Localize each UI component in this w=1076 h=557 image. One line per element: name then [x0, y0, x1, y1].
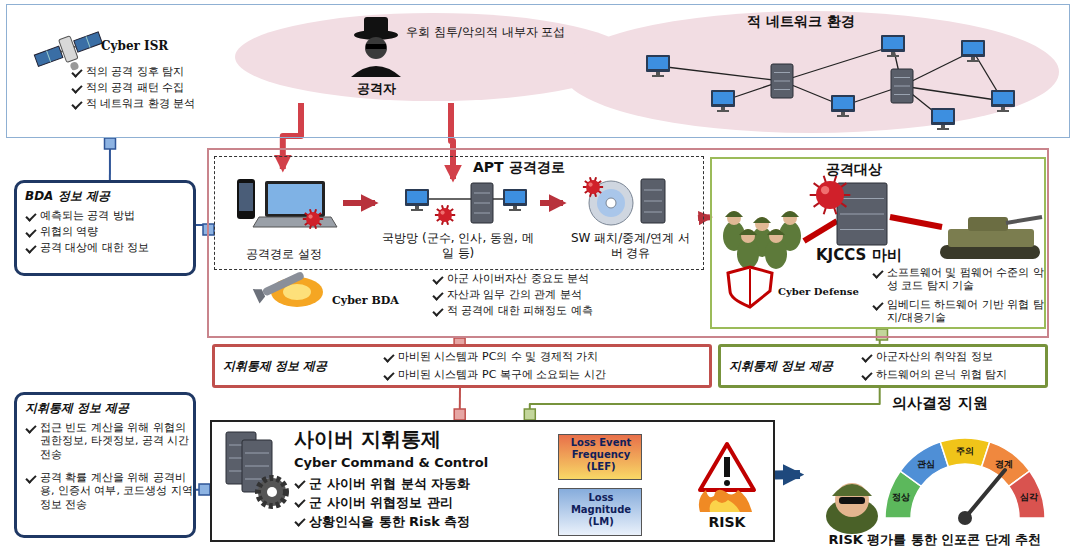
node-text: 자산과 임무 간의 관계 분석	[432, 288, 702, 301]
connector	[524, 388, 879, 420]
node-title: 우회 침투/악의적 내부자 포섭	[406, 25, 606, 40]
node-title: Loss Event Frequency (LEF)	[561, 437, 641, 474]
node-title: Loss Magnitude (LM)	[561, 492, 641, 529]
enemy-network-ellipse: 적 네트워크 환경	[561, 9, 1061, 135]
node-text: 임베디드 하드웨어 기반 위협 탐지/대응기술	[872, 298, 1044, 325]
connector	[105, 138, 116, 180]
node-title: 공격경로 설정	[228, 247, 340, 262]
connector	[454, 388, 465, 420]
c2-info-band: 지휘통제 정보 제공아군자산의 취약점 정보하드웨어의 은닉 위협 탐지	[718, 344, 1048, 388]
node-text: 군 사이버 위협정보 관리	[294, 495, 534, 511]
node-title: APT 공격경로	[473, 159, 593, 176]
junction-square	[524, 409, 535, 420]
node-title: 적 네트워크 환경	[736, 13, 866, 30]
node-title: SW 패치/중계/연계 서버 경유	[566, 231, 695, 260]
node-text: 군 사이버 위협 분석 자동화	[294, 476, 534, 492]
connector-line	[451, 103, 453, 179]
junction-square	[454, 409, 465, 420]
c2-info-band: 지휘통제 정보 제공 마비된 시스템과 PC의 수 및 경제적 가치마비된 시스템…	[212, 344, 712, 388]
node-title: 지휘통제 정보 제공	[223, 359, 368, 374]
connector	[196, 224, 214, 235]
node-text: 마비된 시스템과 PC의 수 및 경제적 가치	[383, 350, 708, 363]
gauge-level-label: 관심	[917, 458, 935, 471]
node-text: 적 공격에 대한 피해정도 예측	[432, 304, 702, 317]
node-title: 지휘통제 정보 제공	[25, 401, 195, 416]
node-text: 마비된 시스템과 PC 복구에 소요되는 시간	[383, 368, 708, 381]
gauge-level-label: 심각	[1020, 491, 1038, 504]
connector-line	[775, 470, 800, 479]
connector-line	[343, 200, 375, 206]
node-title: Cyber ISR	[101, 39, 211, 54]
gauge-level-label: 경계	[995, 458, 1013, 471]
defense-net-node: 국방망 (군수, 인사, 동원, 메일 등)	[375, 179, 540, 265]
node-text: Cyber Command & Control	[294, 455, 514, 471]
cyber-c2-box: 사이버 지휘통제 Cyber Command & Control 군 사이버 위협 …	[210, 420, 775, 542]
node-text: 예측되는 공격 방법	[25, 209, 197, 222]
node-text: KJCCS 마비	[816, 246, 936, 264]
connector	[283, 103, 301, 169]
node-text: 하드웨어의 은닉 위협 탐지	[861, 368, 1046, 381]
node-text: 접근 빈도 계산을 위해 위협의 권한정보, 타겟정보, 공격 시간 전송	[25, 421, 197, 461]
bda-info-box: BDA 정보 제공예측되는 공격 방법위협의 역량공격 대상에 대한 정보	[14, 180, 196, 276]
node-text: 아군자산의 취약점 정보	[861, 350, 1046, 363]
risk-node: RISK	[692, 440, 762, 536]
node-title: 지휘통제 정보 제공	[729, 359, 859, 374]
node-text: 위협의 역량	[25, 225, 197, 238]
node-text: 공격 확률 계산을 위해 공격비용, 인증서 여부, 코드생성 지역정보 전송	[25, 471, 197, 511]
node-title: 사이버 지휘통제	[294, 427, 494, 451]
node-text: 공격자	[346, 81, 406, 97]
attack-frame: Cyber BDA 아군 사이버자산 중요도 분석자산과 임무 간의 관계 분석적…	[207, 148, 1049, 338]
node-text: 아군 사이버자산 중요도 분석	[432, 272, 702, 285]
node-title: 공격대상	[789, 161, 919, 178]
apt-path-box: APT 공격경로공격경로 설정 국방망 (군수, 인사, 동원, 메일 등) SW …	[214, 156, 704, 270]
junction-square	[199, 484, 210, 495]
node-title: 의사결정 지원	[870, 394, 1010, 412]
node-text: 적의 공격 징후 탐지	[71, 65, 261, 78]
node-text: 공격 대상에 대한 정보	[25, 241, 197, 254]
gauge-level-label: 주의	[956, 445, 974, 458]
connector-line	[698, 214, 710, 221]
route-setup-node: 공격경로 설정	[225, 169, 343, 265]
node-title: Cyber BDA	[332, 294, 412, 307]
lm-box: Loss Magnitude (LM)	[558, 488, 642, 536]
connector	[540, 203, 563, 204]
junction-square	[877, 329, 888, 340]
gauge-level-label: 정상	[892, 491, 910, 504]
node-title: 국방망 (군수, 인사, 동원, 메일 등)	[378, 231, 538, 260]
connector-line	[283, 103, 301, 169]
c2-info-box: 지휘통제 정보 제공접근 빈도 계산을 위해 위협의 권한정보, 타겟정보, 공…	[14, 392, 196, 538]
connector	[451, 103, 453, 179]
junction-square	[105, 138, 116, 149]
lef-box: Loss Event Frequency (LEF)	[558, 434, 642, 480]
connector	[698, 217, 710, 219]
node-text: 상황인식을 통한 Risk 측정	[294, 514, 534, 530]
connector	[775, 474, 800, 475]
node-text: 적의 공격 패턴 수집	[71, 81, 261, 94]
isr-region: Cyber ISR적의 공격 징후 탐지적의 공격 패턴 수집적 네트워크 환경…	[6, 4, 1070, 138]
connector	[343, 203, 375, 204]
attack-target-box: 공격대상 KJCCS 마비 Cyber Defense소프트웨어 및 펌웨어 수준의…	[710, 157, 1046, 329]
node-text: Cyber Defense	[778, 286, 870, 298]
node-illustration	[800, 392, 1070, 554]
connector	[196, 484, 210, 495]
decision-support-node: 의사결정 지원 RISK 평가를 통한 인포콘 단계 추천	[800, 392, 1070, 554]
node-text: 적 네트워크 환경 분석	[71, 97, 261, 110]
connector-line	[530, 388, 880, 420]
node-text: 소프트웨어 및 펌웨어 수준의 악성 코드 탐지 기술	[872, 266, 1044, 293]
node-title: RISK	[694, 514, 760, 531]
node-text: RISK 평가를 통한 인포콘 단계 추천	[803, 532, 1067, 548]
node-title: BDA 정보 제공	[25, 189, 195, 204]
connector-line	[540, 200, 563, 206]
sw-server-node: SW 패치/중계/연계 서버 경유	[563, 173, 698, 265]
